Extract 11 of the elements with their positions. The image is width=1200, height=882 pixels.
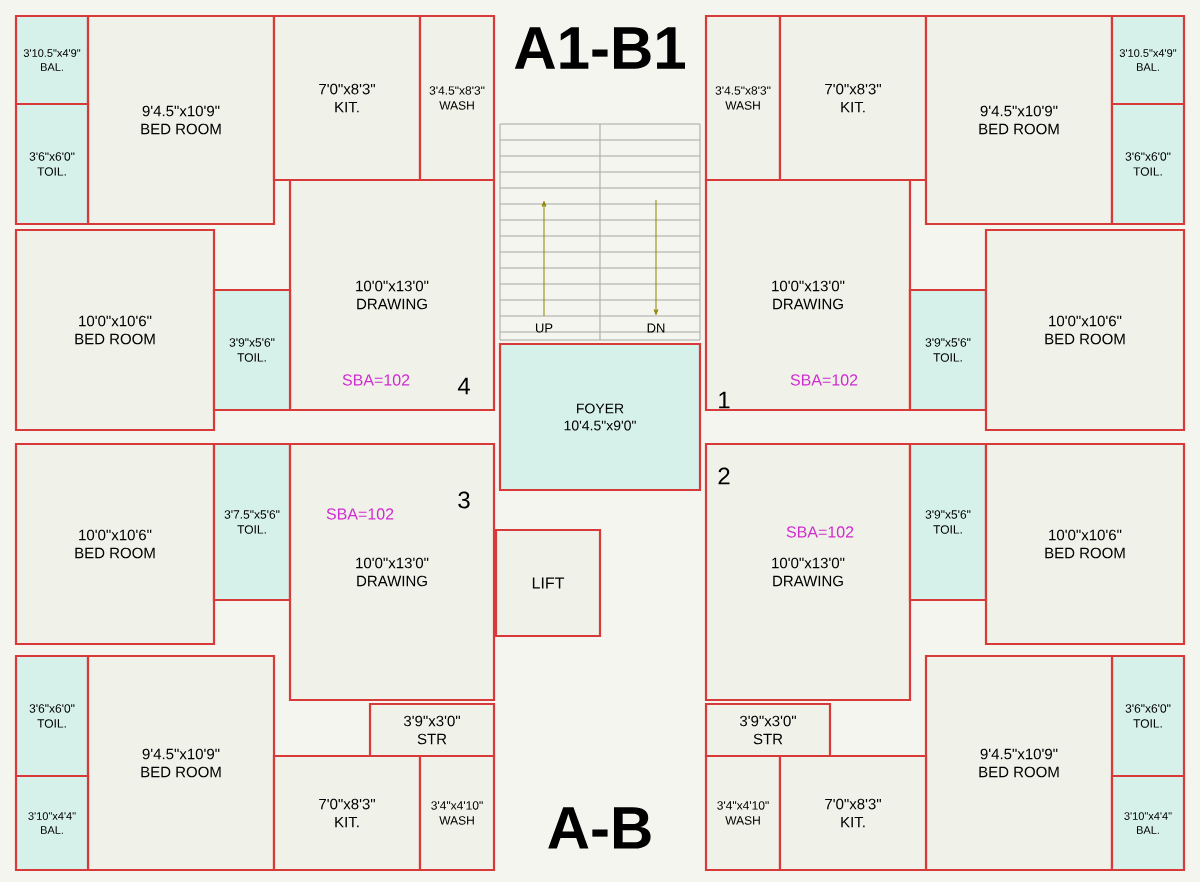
area-label: SBA=102 xyxy=(790,374,858,386)
door-number: 3 xyxy=(458,491,470,509)
door-number: 2 xyxy=(718,467,730,485)
door-number: 1 xyxy=(719,391,730,409)
area-label: SBA=102 xyxy=(786,526,854,538)
plan-title: A-B xyxy=(548,807,651,849)
plan-title: A1-B1 xyxy=(514,27,685,69)
door-number: 4 xyxy=(457,377,470,395)
lift-box: LIFT xyxy=(494,528,602,638)
area-label: SBA=102 xyxy=(342,374,410,386)
area-label: SBA=102 xyxy=(326,508,394,520)
